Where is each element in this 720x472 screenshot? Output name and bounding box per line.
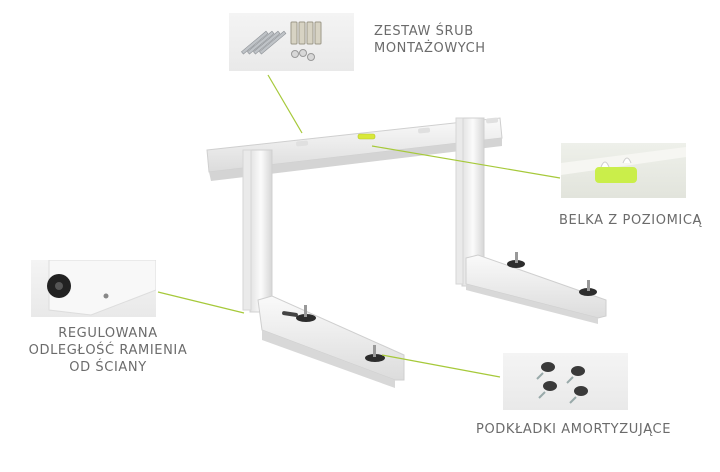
left-upright (242, 149, 273, 313)
spirit-level-icon (357, 133, 376, 140)
callout-label-level: BELKA Z POZIOMICĄ (559, 213, 702, 228)
callout-lines (157, 74, 561, 378)
left-arm (257, 295, 405, 388)
right-upright (455, 117, 485, 287)
adjustable-arm-photo (31, 260, 156, 317)
callout-label-arm: REGULOWANA ODLEGŁOŚĆ RAMIENIA OD ŚCIANY (28, 326, 188, 375)
damping-pad-icon (579, 288, 597, 296)
damping-pads-photo (503, 353, 628, 410)
callout-label-pads: PODKŁADKI AMORTYZUJĄCE (476, 422, 672, 437)
spirit-level-photo (561, 143, 686, 198)
damping-pad-icon (365, 354, 385, 362)
damping-pad-icon (296, 314, 316, 322)
damping-pad-icon (507, 260, 525, 268)
callout-label-screws: ZESTAW ŚRUB MONTAŻOWYCH (374, 24, 486, 56)
screw-set-photo (229, 13, 354, 71)
top-rail (206, 117, 503, 181)
right-arm (465, 252, 607, 324)
